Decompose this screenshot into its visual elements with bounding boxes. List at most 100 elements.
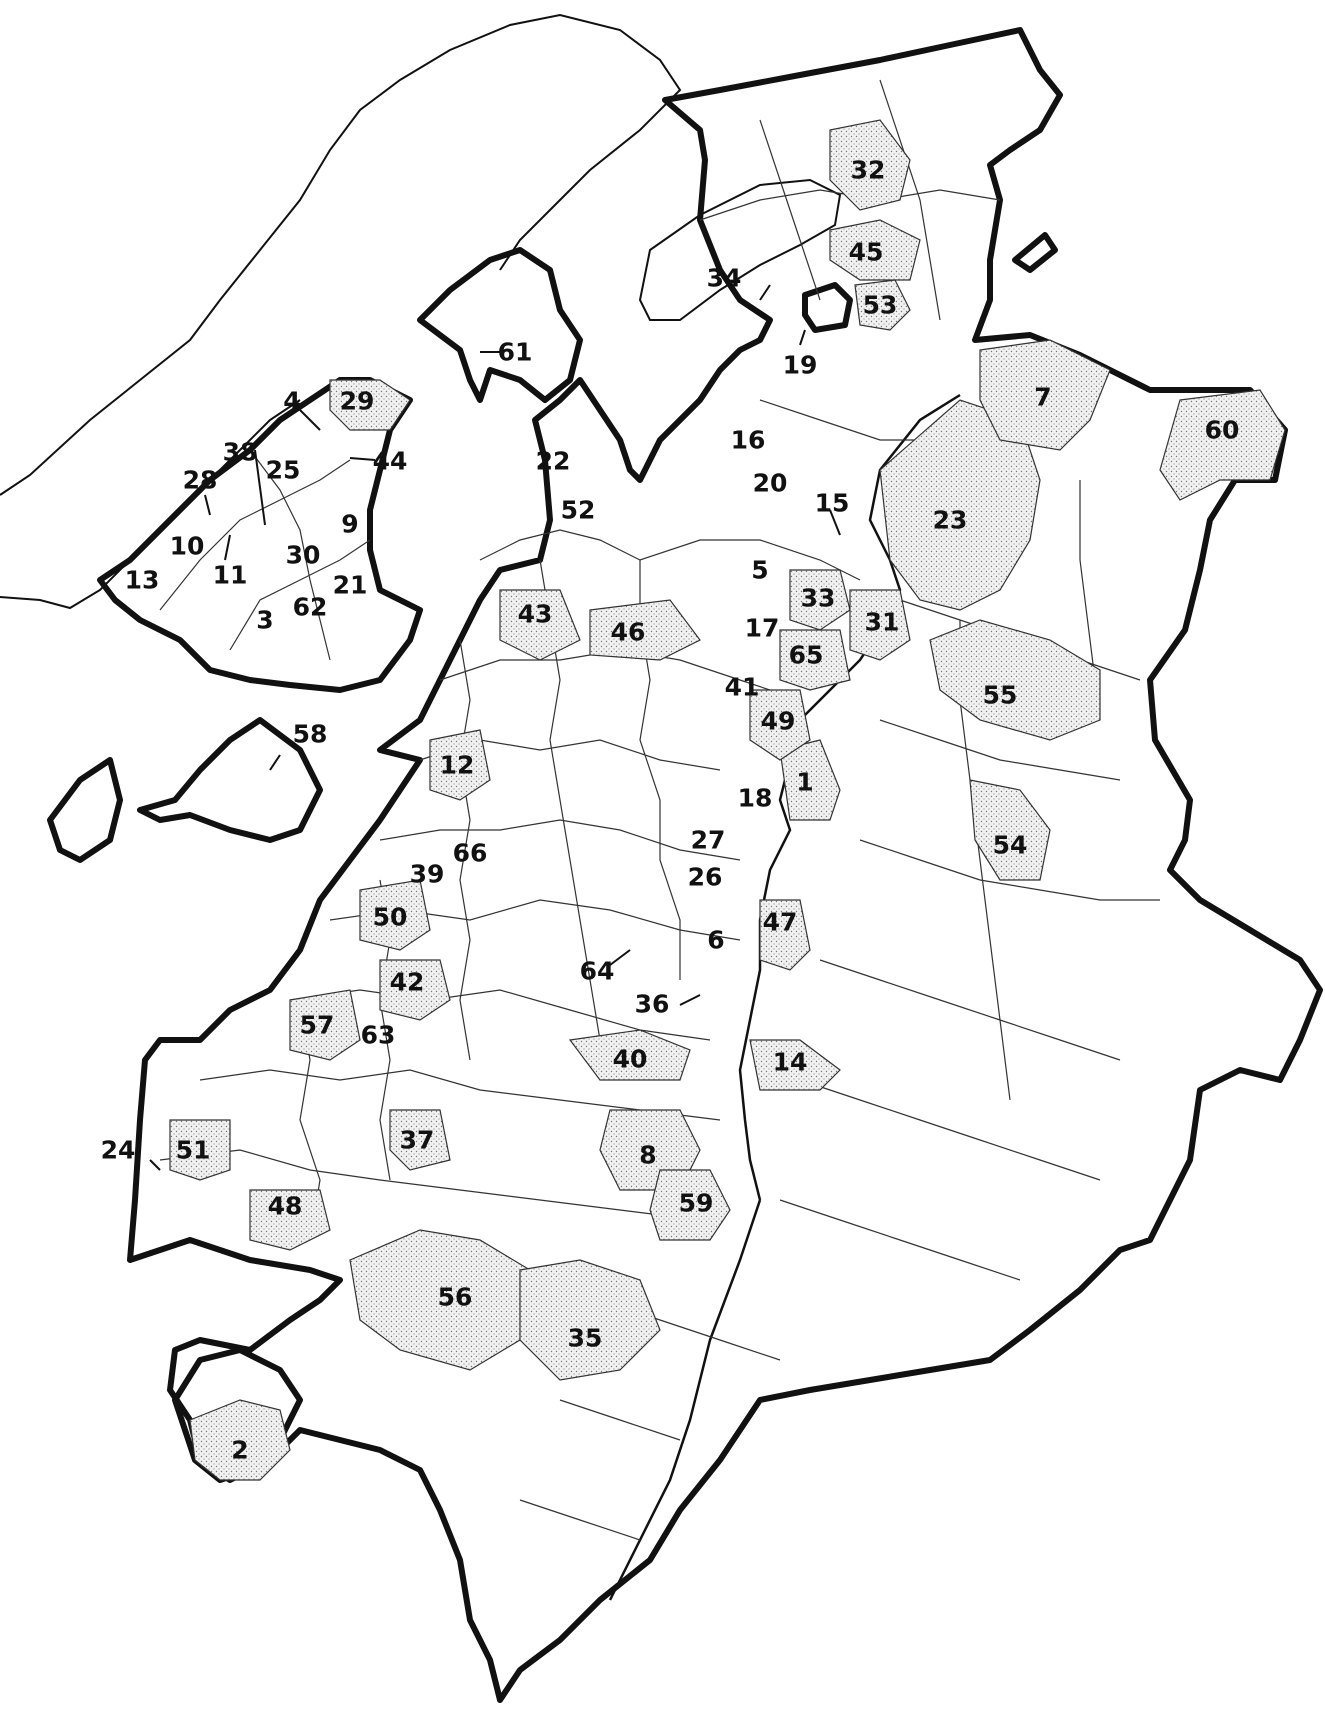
label-41: 41 bbox=[725, 673, 760, 702]
label-63: 63 bbox=[361, 1021, 396, 1050]
district-labels: 1 2 3 4 5 6 7 8 9 10 11 12 13 14 15 16 1… bbox=[101, 156, 1240, 1465]
label-53: 53 bbox=[863, 291, 898, 320]
label-25: 25 bbox=[266, 456, 301, 485]
label-29: 29 bbox=[340, 387, 375, 416]
label-45: 45 bbox=[849, 238, 884, 267]
lake-murten bbox=[638, 178, 842, 321]
label-37: 37 bbox=[400, 1126, 435, 1155]
western-enclave-border bbox=[97, 377, 423, 693]
shaded-districts bbox=[169, 119, 1286, 1481]
label-6: 6 bbox=[707, 926, 724, 955]
label-32: 32 bbox=[851, 156, 886, 185]
label-43: 43 bbox=[518, 600, 553, 629]
label-12: 12 bbox=[440, 751, 475, 780]
district-57 bbox=[289, 989, 361, 1061]
district-43 bbox=[499, 589, 581, 661]
lake-shoreline bbox=[0, 13, 682, 496]
label-13: 13 bbox=[125, 566, 160, 595]
label-34: 34 bbox=[707, 264, 742, 293]
district-1 bbox=[779, 739, 841, 821]
label-8: 8 bbox=[639, 1141, 656, 1170]
district-53 bbox=[854, 279, 911, 331]
label-28: 28 bbox=[183, 466, 218, 495]
label-62: 62 bbox=[293, 593, 328, 622]
label-40: 40 bbox=[613, 1045, 648, 1074]
label-11: 11 bbox=[213, 561, 248, 590]
district-7 bbox=[979, 339, 1111, 451]
label-5: 5 bbox=[751, 556, 768, 585]
district-12 bbox=[429, 729, 491, 801]
label-3: 3 bbox=[256, 606, 273, 635]
label-20: 20 bbox=[753, 469, 788, 498]
enclave-61-border bbox=[417, 247, 583, 403]
canton-border bbox=[127, 27, 1323, 1703]
label-38: 38 bbox=[223, 438, 258, 467]
label-2: 2 bbox=[231, 1436, 248, 1465]
label-arrows bbox=[149, 284, 841, 1171]
label-21: 21 bbox=[333, 571, 368, 600]
label-36: 36 bbox=[635, 990, 670, 1019]
district-47 bbox=[759, 899, 811, 971]
label-64: 64 bbox=[580, 957, 615, 986]
label-22: 22 bbox=[536, 447, 571, 476]
district-29 bbox=[329, 379, 411, 431]
label-15: 15 bbox=[815, 489, 850, 518]
district-40 bbox=[568, 1029, 691, 1081]
label-58: 58 bbox=[293, 720, 328, 749]
enclave-58-border bbox=[137, 717, 323, 843]
label-18: 18 bbox=[738, 784, 773, 813]
label-51: 51 bbox=[176, 1136, 211, 1165]
district-2 bbox=[189, 1399, 291, 1481]
label-4: 4 bbox=[283, 387, 300, 416]
district-60 bbox=[1159, 389, 1286, 501]
label-55: 55 bbox=[983, 681, 1018, 710]
district-55 bbox=[929, 619, 1101, 741]
label-48: 48 bbox=[268, 1192, 303, 1221]
label-16: 16 bbox=[731, 426, 766, 455]
label-10: 10 bbox=[170, 532, 205, 561]
district-49 bbox=[749, 689, 811, 761]
district-54 bbox=[969, 779, 1051, 881]
district-45 bbox=[829, 219, 921, 281]
label-1: 1 bbox=[796, 768, 813, 797]
label-26: 26 bbox=[688, 863, 723, 892]
district-48 bbox=[249, 1189, 331, 1251]
label-35: 35 bbox=[568, 1324, 603, 1353]
label-60: 60 bbox=[1205, 416, 1240, 445]
label-27: 27 bbox=[691, 826, 726, 855]
label-33: 33 bbox=[801, 584, 836, 613]
label-52: 52 bbox=[561, 496, 596, 525]
label-59: 59 bbox=[679, 1189, 714, 1218]
label-30: 30 bbox=[286, 541, 321, 570]
label-57: 57 bbox=[300, 1011, 335, 1040]
island-left-border bbox=[47, 757, 123, 863]
district-59 bbox=[649, 1169, 731, 1241]
label-39: 39 bbox=[410, 860, 445, 889]
label-23: 23 bbox=[933, 506, 968, 535]
label-65: 65 bbox=[789, 641, 824, 670]
label-56: 56 bbox=[438, 1283, 473, 1312]
label-47: 47 bbox=[763, 908, 798, 937]
district-31 bbox=[849, 589, 911, 661]
label-46: 46 bbox=[611, 618, 646, 647]
label-54: 54 bbox=[993, 831, 1028, 860]
label-7: 7 bbox=[1034, 383, 1051, 412]
district-42 bbox=[379, 959, 451, 1021]
label-61: 61 bbox=[498, 338, 533, 367]
enclave-near-53-border bbox=[802, 282, 853, 333]
district-33 bbox=[789, 569, 851, 631]
label-9: 9 bbox=[341, 510, 358, 539]
label-17: 17 bbox=[745, 614, 780, 643]
label-24: 24 bbox=[101, 1136, 136, 1165]
label-50: 50 bbox=[373, 903, 408, 932]
label-44: 44 bbox=[373, 447, 408, 476]
district-50 bbox=[359, 879, 431, 951]
district-32 bbox=[829, 119, 911, 211]
district-46 bbox=[589, 599, 701, 661]
river-south bbox=[608, 1199, 762, 1601]
label-66: 66 bbox=[453, 839, 488, 868]
label-14: 14 bbox=[773, 1048, 808, 1077]
district-14 bbox=[749, 1039, 841, 1091]
district-65 bbox=[779, 629, 851, 691]
